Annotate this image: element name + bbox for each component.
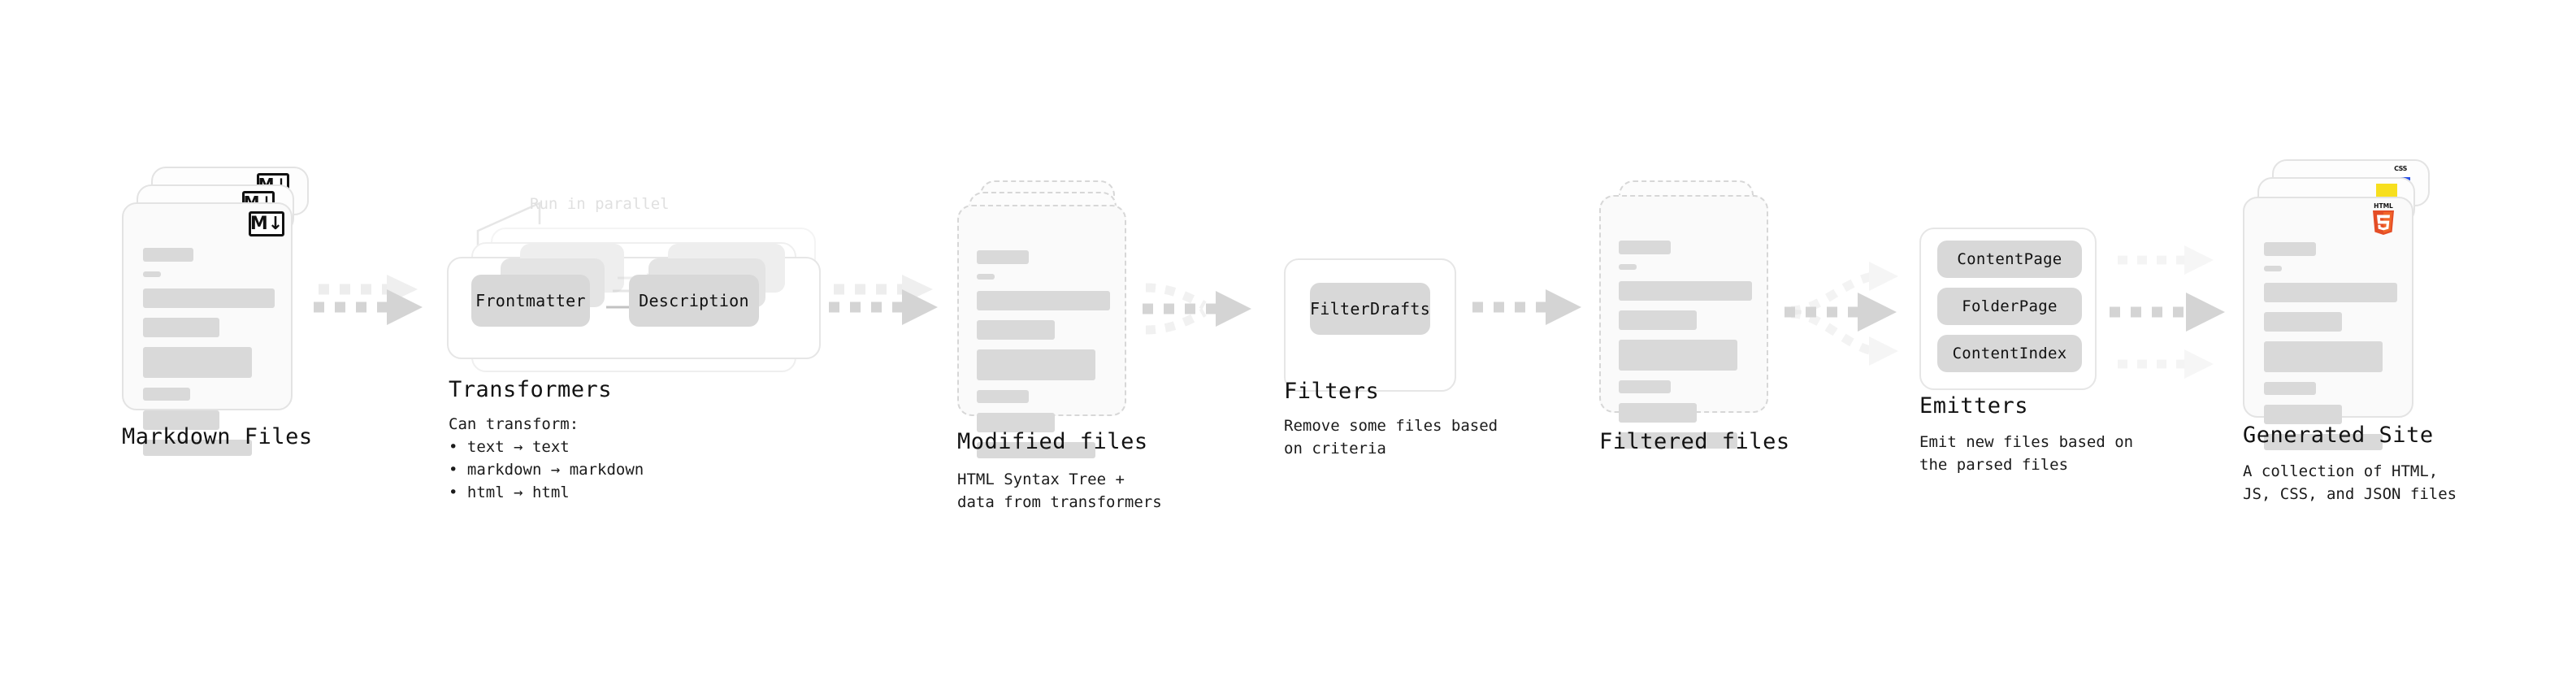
- emitter-node-label: FolderPage: [1962, 297, 2058, 315]
- filtered-placeholder-bars: [1619, 241, 1754, 458]
- placeholder-bar: [1619, 432, 1737, 449]
- modified-files-stack: [957, 180, 1144, 458]
- markdown-placeholder-bars: [143, 248, 275, 466]
- html5-logo-icon: HTML: [2373, 202, 2394, 235]
- emitter-node-contentindex[interactable]: ContentIndex: [1937, 335, 2082, 372]
- modified-placeholder-bars: [977, 250, 1112, 468]
- placeholder-bar: [143, 248, 193, 262]
- placeholder-bar: [1619, 380, 1671, 393]
- emitters-title: Emitters: [1919, 393, 2029, 419]
- placeholder-bar: [2264, 434, 2383, 450]
- filtered-file-card-front: [1599, 195, 1768, 413]
- emitter-node-folderpage[interactable]: FolderPage: [1937, 288, 2082, 325]
- modified-files-title: Modified files: [957, 429, 1148, 454]
- placeholder-bar: [977, 390, 1029, 403]
- svg-text:HTML: HTML: [2374, 202, 2393, 210]
- placeholder-bar: [977, 320, 1055, 340]
- placeholder-bar: [143, 347, 252, 378]
- placeholder-bar: [977, 291, 1110, 310]
- placeholder-bar: [1619, 241, 1671, 254]
- placeholder-bar: [2264, 266, 2282, 271]
- generated-site-title: Generated Site: [2243, 423, 2434, 448]
- transformer-node-label: Frontmatter: [475, 291, 586, 310]
- placeholder-bar: [1619, 264, 1637, 270]
- filtered-files-title: Filtered files: [1599, 429, 1790, 454]
- placeholder-bar: [143, 388, 190, 401]
- run-in-parallel-bracket: [476, 202, 541, 245]
- site-placeholder-bars: [2264, 242, 2399, 460]
- markdown-files-stack: M↓ M↓ M↓: [122, 167, 309, 456]
- transformers-group-stack: Frontmatter Description: [447, 228, 829, 398]
- placeholder-bar: [143, 318, 219, 337]
- transformer-node-description[interactable]: Description: [629, 275, 759, 327]
- markdown-files-title: Markdown Files: [122, 424, 313, 449]
- arrow-filters-to-filtered: [1472, 289, 1581, 325]
- placeholder-bar: [2264, 405, 2342, 424]
- placeholder-bar: [143, 410, 219, 430]
- arrow-transformers-to-modified: [829, 275, 938, 325]
- placeholder-bar: [977, 413, 1055, 432]
- filters-description: Remove some files based on criteria: [1284, 417, 1498, 458]
- emitter-node-label: ContentIndex: [1952, 345, 2067, 362]
- js-badge-icon: [2376, 184, 2397, 200]
- placeholder-bar: [977, 274, 995, 280]
- css-badge-text: CSS: [2394, 165, 2407, 172]
- emitter-node-label: ContentPage: [1957, 250, 2062, 268]
- filter-node-filterdrafts[interactable]: FilterDrafts: [1310, 283, 1430, 335]
- placeholder-bar: [2264, 382, 2316, 395]
- run-in-parallel-label: Run in parallel: [530, 195, 670, 213]
- transformer-node-label: Description: [639, 291, 749, 310]
- markdown-badge-icon: M↓: [249, 211, 284, 236]
- generated-site-stack: CSS HTML: [2243, 159, 2438, 450]
- placeholder-bar: [977, 442, 1095, 458]
- markdown-badge-text: M↓: [249, 214, 284, 234]
- placeholder-bar: [2264, 312, 2342, 332]
- arrow-filtered-to-emitters: [1785, 262, 1898, 366]
- modified-files-description: HTML Syntax Tree + data from transformer…: [957, 471, 1162, 512]
- arrow-emitters-to-site: [2110, 245, 2225, 379]
- generated-site-description: A collection of HTML, JS, CSS, and JSON …: [2243, 462, 2457, 504]
- emitters-description: Emit new files based on the parsed files: [1919, 433, 2134, 475]
- transformers-description: Can transform: • text → text • markdown …: [449, 415, 644, 502]
- modified-file-card-front: [957, 205, 1126, 416]
- filter-node-label: FilterDrafts: [1309, 299, 1431, 319]
- placeholder-bar: [1619, 403, 1697, 423]
- placeholder-bar: [2264, 283, 2397, 302]
- placeholder-bar: [1619, 281, 1752, 301]
- transformer-node-frontmatter[interactable]: Frontmatter: [471, 275, 590, 327]
- filtered-files-stack: [1599, 180, 1786, 449]
- filters-title: Filters: [1284, 379, 1380, 404]
- placeholder-bar: [143, 440, 252, 456]
- placeholder-bar: [977, 250, 1029, 264]
- placeholder-bar: [977, 349, 1095, 380]
- placeholder-bar: [143, 288, 275, 308]
- placeholder-bar: [143, 271, 161, 277]
- emitter-node-contentpage[interactable]: ContentPage: [1937, 241, 2082, 278]
- transformers-title: Transformers: [449, 377, 613, 402]
- placeholder-bar: [1619, 340, 1737, 371]
- placeholder-bar: [2264, 242, 2316, 256]
- placeholder-bar: [2264, 341, 2383, 372]
- placeholder-bar: [1619, 310, 1697, 330]
- arrow-markdown-to-transformers: [314, 275, 423, 325]
- arrow-modified-to-filters: [1143, 283, 1251, 335]
